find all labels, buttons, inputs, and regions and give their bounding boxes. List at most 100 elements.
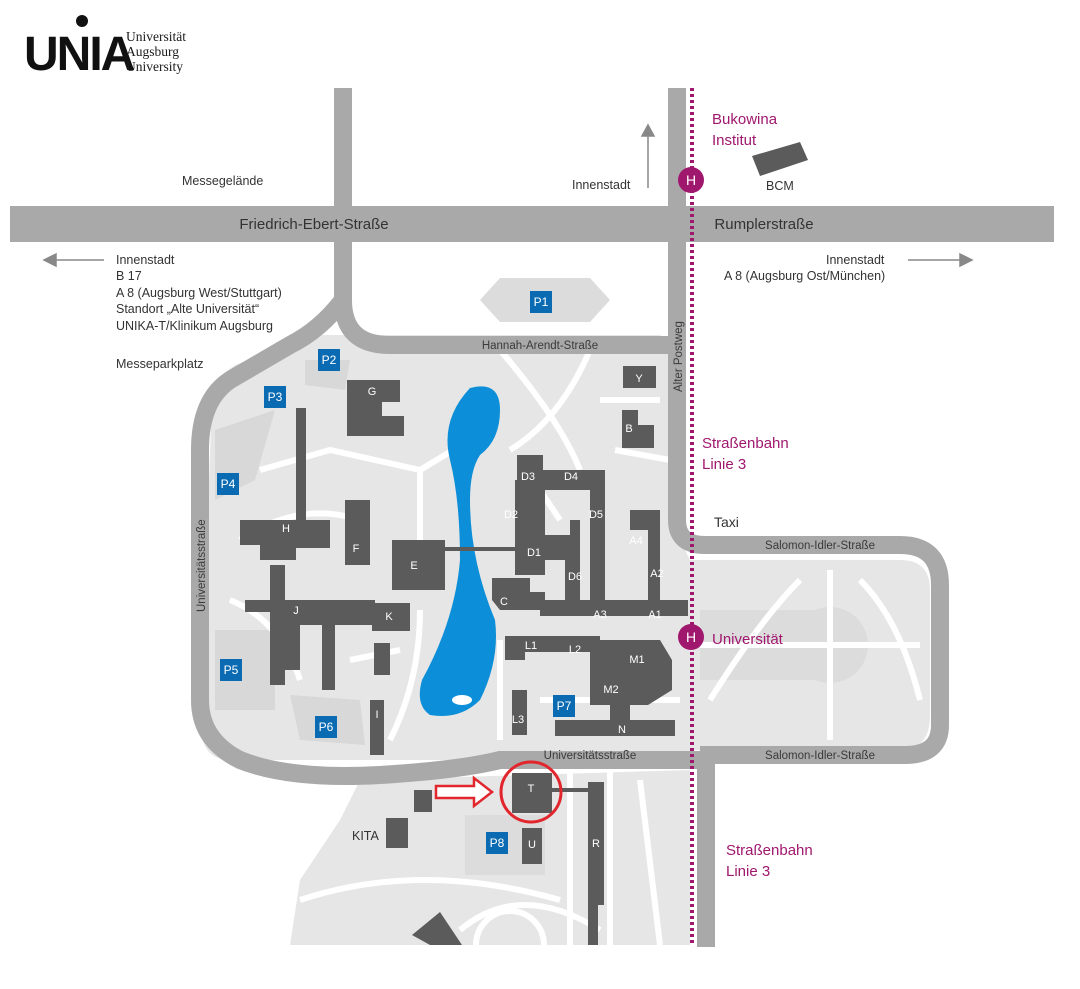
svg-text:A 8 (Augsburg Ost/München): A 8 (Augsburg Ost/München) (724, 269, 885, 283)
building-H (240, 408, 330, 560)
svg-text:P4: P4 (221, 477, 236, 491)
label-N: N (618, 724, 626, 736)
svg-text:P6: P6 (319, 720, 334, 734)
label-tram-line-b-2: Linie 3 (726, 863, 770, 880)
label-tram-line-a-1: Straßenbahn (702, 435, 789, 452)
label-messeparkplatz: Messeparkplatz (116, 357, 204, 371)
directions-east: Innenstadt A 8 (Augsburg Ost/München) (724, 253, 885, 283)
building-K (372, 603, 410, 631)
building-kita (386, 818, 408, 848)
bridge-T-R (552, 788, 590, 792)
tram-stop-universitaet[interactable]: H (678, 624, 704, 650)
label-bcm: BCM (766, 179, 794, 193)
label-R: R (592, 838, 600, 850)
parking-P4[interactable]: P4 (217, 473, 239, 495)
label-taxi: Taxi (714, 514, 739, 530)
lake-island (452, 695, 472, 705)
label-M1: M1 (629, 654, 644, 666)
label-stop-universitaet: Universität (712, 631, 784, 648)
parking-P3[interactable]: P3 (264, 386, 286, 408)
label-bukowina-1: Bukowina (712, 111, 778, 128)
label-T: T (528, 783, 535, 795)
label-L1: L1 (525, 640, 537, 652)
label-J: J (293, 605, 299, 617)
label-K: K (385, 611, 393, 623)
logo-line-3: University (126, 59, 183, 74)
label-A1: A1 (648, 609, 661, 621)
road-north-west (334, 88, 352, 208)
label-E: E (410, 560, 417, 572)
label-A4: A4 (629, 535, 642, 547)
label-messegelaende: Messegelände (182, 174, 263, 188)
label-D4: D4 (564, 471, 578, 483)
label-tram-line-b-1: Straßenbahn (726, 842, 813, 859)
svg-text:P7: P7 (557, 699, 572, 713)
parking-P7[interactable]: P7 (553, 695, 575, 717)
parking-P8[interactable]: P8 (486, 832, 508, 854)
parking-P5[interactable]: P5 (220, 659, 242, 681)
label-kita: KITA (352, 829, 380, 843)
building-L1-L2 (505, 636, 600, 660)
building-E (392, 540, 445, 590)
svg-text:Standort „Alte Universität“: Standort „Alte Universität“ (116, 302, 259, 316)
road-south (697, 755, 715, 947)
tram-stop-bukowina[interactable]: H (678, 167, 704, 193)
svg-text:Innenstadt: Innenstadt (826, 253, 885, 267)
building-G (347, 380, 404, 436)
building-kita-annex (414, 790, 432, 812)
building-M (590, 640, 672, 705)
road-label-alter-postweg: Alter Postweg (673, 321, 685, 392)
svg-text:P8: P8 (490, 836, 505, 850)
label-H: H (282, 523, 290, 535)
label-C: C (500, 596, 508, 608)
arrow-north-icon (640, 123, 656, 137)
tram-stop-symbol: H (686, 629, 696, 645)
bridge-E-D1 (445, 547, 515, 551)
label-G: G (368, 386, 377, 398)
label-D6: D6 (568, 571, 582, 583)
building-southwest (412, 912, 462, 945)
road-friedrich-ebert (10, 206, 1054, 242)
label-L2: L2 (569, 644, 581, 656)
road-label-salomon-idler-top: Salomon-Idler-Straße (765, 540, 875, 552)
svg-text:P5: P5 (224, 663, 239, 677)
building-A3 (540, 600, 688, 616)
university-logo: UNIA Universität Augsburg University (24, 15, 186, 81)
roads (10, 88, 1054, 947)
building-I (370, 700, 384, 755)
directions-west: Innenstadt B 17 A 8 (Augsburg West/Stutt… (116, 253, 282, 333)
svg-text:B 17: B 17 (116, 269, 142, 283)
building-Y (623, 366, 656, 388)
logo-line-2: Augsburg (126, 44, 179, 59)
parking-P1[interactable]: P1 (530, 291, 552, 313)
arrow-west-icon (42, 252, 57, 268)
label-D2: D2 (504, 509, 518, 521)
logo-wordmark: UNIA (24, 28, 135, 81)
label-D1: D1 (527, 547, 541, 559)
road-label-friedrich-ebert: Friedrich-Ebert-Straße (239, 216, 388, 233)
label-bukowina-2: Institut (712, 132, 757, 149)
south-roundabout-path (473, 908, 547, 982)
building-F (345, 500, 370, 565)
svg-text:P2: P2 (322, 353, 337, 367)
building-J (245, 565, 375, 690)
label-A3: A3 (593, 609, 606, 621)
label-F: F (353, 543, 360, 555)
building-N (555, 720, 675, 736)
label-I: I (375, 709, 378, 721)
road-label-rumpler: Rumplerstraße (714, 216, 813, 233)
arrow-east-icon (959, 252, 974, 268)
parking-P6[interactable]: P6 (315, 716, 337, 738)
logo-line-1: Universität (126, 29, 186, 44)
building-D (515, 455, 605, 605)
building-T (512, 773, 552, 813)
parking-P2[interactable]: P2 (318, 349, 340, 371)
label-innenstadt-north: Innenstadt (572, 178, 631, 192)
tram-stop-icon (678, 167, 704, 193)
label-D5: D5 (589, 509, 603, 521)
building-U (522, 828, 542, 864)
lake (419, 386, 500, 716)
building-BCM (752, 142, 808, 176)
svg-text:A 8 (Augsburg West/Stuttgart): A 8 (Augsburg West/Stuttgart) (116, 286, 282, 300)
